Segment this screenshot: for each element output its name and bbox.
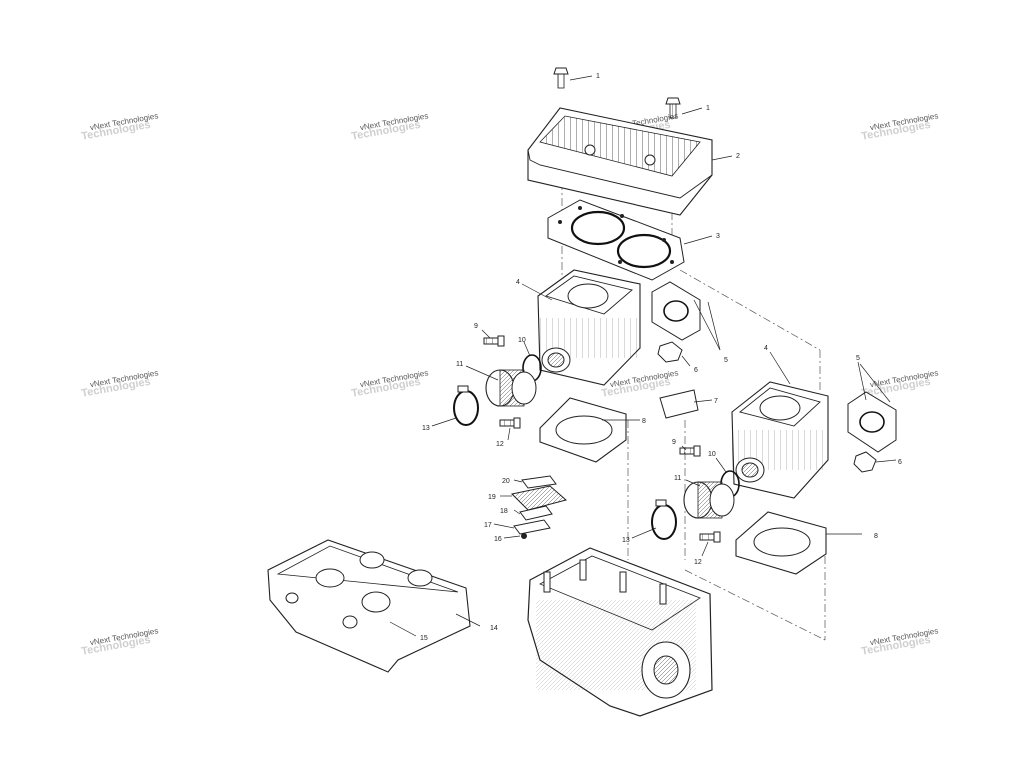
- part-clamp-13b: [651, 499, 677, 540]
- callout-label: 10: [708, 451, 716, 458]
- part-screw-9b: [679, 445, 701, 457]
- part-bolt-1a: [553, 67, 569, 89]
- watermark: Technologies vNext Technologies: [860, 111, 939, 142]
- part-base-gasket-lower: [735, 511, 827, 575]
- callout-label: 13: [622, 537, 630, 544]
- watermark: Technologies vNext Technologies: [80, 368, 159, 399]
- part-nut-6a: [657, 341, 683, 363]
- callout-label: 8: [642, 418, 646, 425]
- callout-label: 13: [422, 425, 430, 432]
- callout-label: 9: [474, 323, 478, 330]
- watermark: Technologies vNext Technologies: [80, 111, 159, 142]
- part-exhaust-gasket-lower: [847, 391, 897, 453]
- part-heat-shield-14: [267, 539, 471, 673]
- part-reed-screw-16: [521, 533, 527, 539]
- callout-label: 6: [898, 459, 902, 466]
- callout-label: 5: [856, 355, 860, 362]
- part-screw-9a: [483, 335, 505, 347]
- callout-label: 16: [494, 536, 502, 543]
- callout-label: 15: [420, 635, 428, 642]
- callout-label: 4: [764, 345, 768, 352]
- part-cylinder-upper: [537, 269, 641, 386]
- watermark: Technologies vNext Technologies: [860, 626, 939, 657]
- callout-label: 11: [456, 361, 463, 368]
- callout-label: 11: [674, 475, 681, 482]
- leader-lines: [389, 75, 897, 637]
- part-crankcase: [527, 547, 713, 717]
- part-base-gasket-upper: [539, 397, 627, 463]
- callout-label: 8: [874, 533, 878, 540]
- callout-label: 20: [502, 478, 510, 485]
- callout-label: 12: [496, 441, 504, 448]
- watermark: Technologies vNext Technologies: [350, 368, 429, 399]
- callout-label: 3: [716, 233, 720, 240]
- callout-label: 19: [488, 494, 496, 501]
- callout-label: 14: [490, 625, 498, 632]
- part-bolt-1b: [665, 97, 681, 119]
- callout-label: 2: [736, 153, 740, 160]
- part-reed-stop-20: [521, 475, 557, 489]
- part-head-gasket: [547, 199, 685, 281]
- part-screw-12a: [499, 417, 521, 429]
- callout-label: 17: [484, 522, 492, 529]
- part-reed-cage-19: [510, 485, 568, 511]
- callout-label: 18: [500, 508, 508, 515]
- callout-label: 10: [518, 337, 526, 344]
- watermark: Technologies vNext Technologies: [350, 111, 429, 142]
- part-intake-boot-11a: [485, 369, 537, 407]
- part-reed-petal-18: [519, 505, 553, 521]
- part-reed-plate-17: [513, 519, 551, 535]
- watermark: Technologies vNext Technologies: [80, 626, 159, 657]
- callout-label: 4: [516, 279, 520, 286]
- callout-label: 12: [694, 559, 702, 566]
- part-nut-6b: [853, 451, 877, 473]
- callout-label: 9: [672, 439, 676, 446]
- part-exhaust-gasket-upper: [651, 281, 701, 341]
- part-screw-12b: [699, 531, 721, 543]
- part-intake-boot-11b: [683, 481, 735, 519]
- callout-label: 6: [694, 367, 698, 374]
- callout-label: 1: [706, 105, 710, 112]
- part-clamp-13a: [453, 385, 479, 426]
- part-cylinder-head: [527, 107, 713, 216]
- part-wedge: [659, 389, 699, 419]
- callout-label: 1: [596, 73, 600, 80]
- callout-label: 5: [724, 357, 728, 364]
- callout-labels: 1 1 2 3 4 4 5 5 6 6 7 8 8 9 9 10 10 11 1…: [420, 73, 902, 642]
- part-cylinder-lower: [731, 381, 829, 499]
- callout-label: 7: [714, 398, 718, 405]
